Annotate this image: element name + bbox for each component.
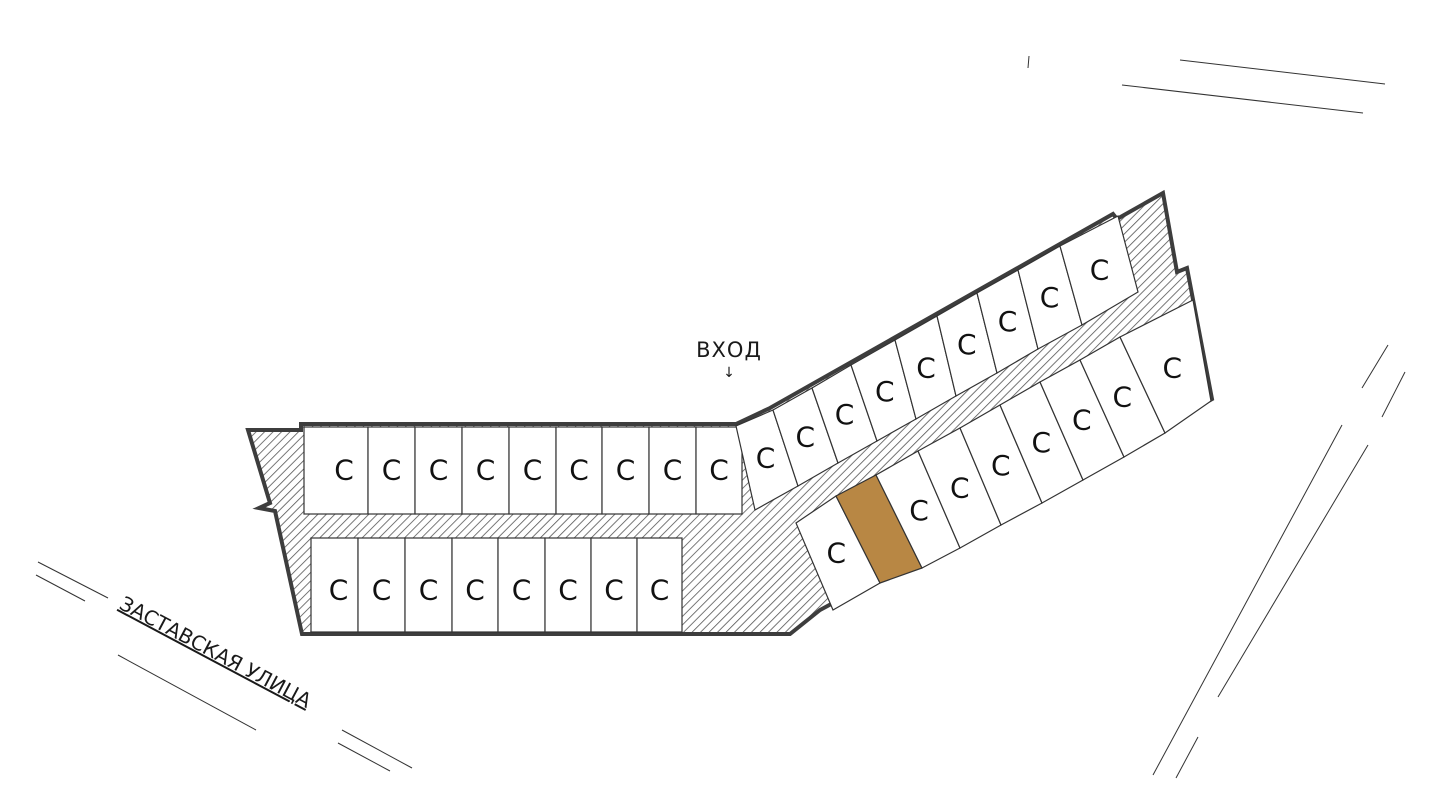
parking-unit[interactable]: С <box>636 537 683 633</box>
parking-unit-label: С <box>334 454 354 487</box>
parking-unit-label: С <box>476 454 496 487</box>
parking-unit-label: С <box>604 574 624 607</box>
parking-unit-shape[interactable] <box>404 537 453 633</box>
parking-unit[interactable]: С <box>357 537 406 633</box>
parking-unit-shape[interactable] <box>695 426 743 515</box>
parking-unit[interactable]: С <box>601 426 650 515</box>
parking-unit[interactable]: С <box>497 537 546 633</box>
parking-unit[interactable]: С <box>461 426 510 515</box>
parking-unit-label: С <box>991 449 1011 482</box>
parking-unit-label: С <box>826 537 846 570</box>
parking-unit-label: С <box>1162 351 1182 384</box>
road-lines-right <box>1152 344 1406 779</box>
parking-unit[interactable]: С <box>404 537 453 633</box>
parking-unit-shape[interactable] <box>601 426 650 515</box>
parking-unit-shape[interactable] <box>544 537 592 633</box>
parking-unit-label: С <box>382 454 402 487</box>
parking-unit[interactable]: С <box>1059 215 1139 326</box>
parking-unit[interactable]: С <box>850 339 917 442</box>
parking-unit-label: С <box>558 574 578 607</box>
parking-unit[interactable]: С <box>648 426 697 515</box>
parking-unit-shape[interactable] <box>508 426 557 515</box>
parking-unit-label: С <box>429 454 449 487</box>
parking-unit-shape[interactable] <box>303 426 369 515</box>
road-lines-bottom-left <box>35 561 413 772</box>
parking-unit[interactable]: С <box>695 426 743 515</box>
parking-unit-label: С <box>756 442 776 475</box>
parking-unit-label: С <box>916 351 936 384</box>
parking-unit-label: С <box>465 574 485 607</box>
parking-unit-shape[interactable] <box>310 537 359 633</box>
parking-unit[interactable]: С <box>508 426 557 515</box>
parking-unit[interactable]: С <box>367 426 416 515</box>
parking-unit[interactable]: С <box>936 292 998 397</box>
entrance-marker: ВХОД ↓ <box>696 338 762 381</box>
entrance-label: ВХОД <box>696 338 762 362</box>
parking-unit-label: С <box>512 574 532 607</box>
parking-unit-label: С <box>523 454 543 487</box>
parking-unit-shape[interactable] <box>1119 299 1212 434</box>
parking-unit-label: С <box>795 420 815 453</box>
parking-unit-label: С <box>1112 380 1132 413</box>
parking-unit[interactable]: С <box>976 269 1039 374</box>
parking-unit[interactable]: С <box>303 426 369 515</box>
parking-unit[interactable]: С <box>1017 245 1083 350</box>
parking-unit[interactable]: С <box>555 426 603 515</box>
parking-unit-label: С <box>1090 253 1110 286</box>
parking-unit-label: С <box>909 494 929 527</box>
parking-unit[interactable]: С <box>590 537 638 633</box>
parking-unit[interactable]: С <box>451 537 499 633</box>
parking-unit-shape[interactable] <box>590 537 638 633</box>
parking-unit-label: С <box>957 328 977 361</box>
street-label: ЗАСТАВСКАЯ УЛИЦА <box>116 591 316 713</box>
parking-unit-shape[interactable] <box>1059 215 1139 326</box>
parking-unit-label: С <box>419 574 439 607</box>
parking-unit[interactable]: С <box>414 426 463 515</box>
parking-unit-label: С <box>709 454 729 487</box>
parking-unit[interactable]: С <box>544 537 592 633</box>
parking-unit[interactable]: С <box>310 537 359 633</box>
parking-unit-label: С <box>372 574 392 607</box>
parking-unit-shape[interactable] <box>636 537 683 633</box>
parking-unit-label: С <box>875 375 895 408</box>
road-lines-top-right <box>1027 55 1386 114</box>
parking-unit-label: С <box>329 574 349 607</box>
parking-unit-label: С <box>663 454 683 487</box>
entrance-arrow-icon: ↓ <box>723 365 735 381</box>
parking-unit[interactable]: С <box>1119 299 1212 434</box>
parking-unit-label: С <box>650 574 670 607</box>
parking-unit-label: С <box>998 305 1018 338</box>
parking-unit-label: С <box>616 454 636 487</box>
parking-unit-shape[interactable] <box>414 426 463 515</box>
parking-unit-shape[interactable] <box>357 537 406 633</box>
parking-unit-shape[interactable] <box>555 426 603 515</box>
parking-unit-label: С <box>950 472 970 505</box>
parking-unit-label: С <box>569 454 589 487</box>
parking-unit-label: С <box>1031 426 1051 459</box>
parking-unit-label: С <box>1040 281 1060 314</box>
parking-unit[interactable]: С <box>917 427 1002 549</box>
parking-unit-label: С <box>835 398 855 431</box>
parking-unit-label: С <box>1072 403 1092 436</box>
